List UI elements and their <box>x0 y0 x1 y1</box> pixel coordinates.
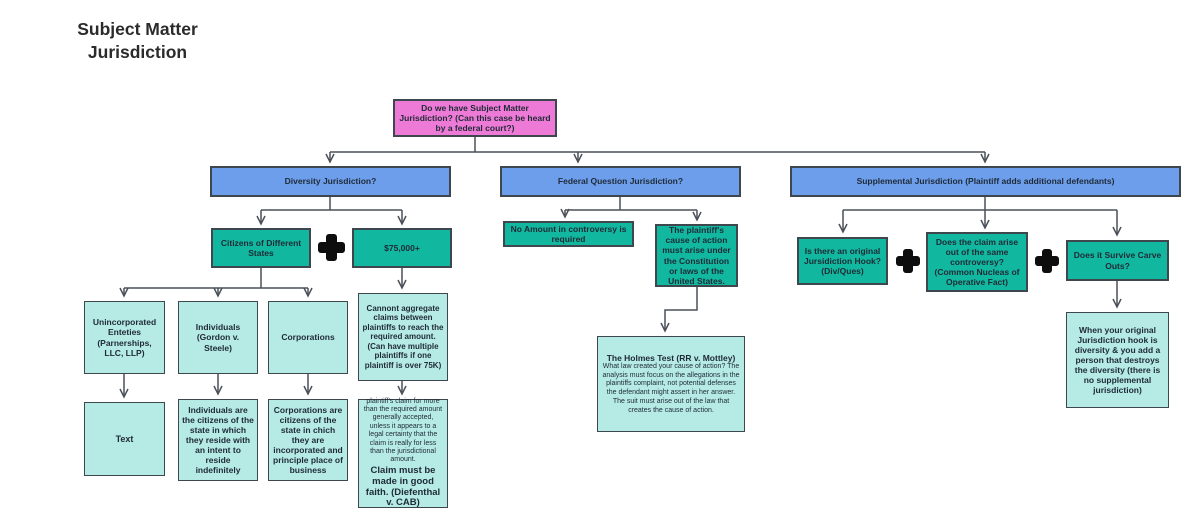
node-text-placeholder[interactable]: Text <box>84 402 165 476</box>
node-holmes-body: What law created your cause of action? T… <box>602 362 740 414</box>
node-label: Does the claim arise out of the same con… <box>934 236 1020 288</box>
node-label: Diversity Jurisdiction? <box>284 176 377 187</box>
connector <box>330 137 985 153</box>
node-citizens-different-states[interactable]: Citizens of Different States <box>211 228 311 268</box>
node-corporations-detail[interactable]: Corporations are citizens of the state i… <box>268 399 348 481</box>
plus-icon[interactable] <box>1035 249 1059 273</box>
node-label: No Amount in controversy is required <box>510 223 627 244</box>
node-diversity-jurisdiction[interactable]: Diversity Jurisdiction? <box>210 166 451 197</box>
node-label: Individuals (Gordon v. Steele) <box>195 322 241 353</box>
node-claim-body: plaintiff's claim for more than the requ… <box>363 397 443 464</box>
node-individuals-detail[interactable]: Individuals are the citizens of the stat… <box>178 399 258 481</box>
node-label: The plaintiff's cause of action must ari… <box>662 225 731 286</box>
page-title-line2: Jurisdiction <box>87 41 188 62</box>
node-cause-of-action[interactable]: The plaintiff's cause of action must ari… <box>655 224 738 287</box>
node-label: $75,000+ <box>384 242 420 253</box>
node-label: Do we have Subject Matter Jurisdiction? … <box>399 102 551 134</box>
node-root-question[interactable]: Do we have Subject Matter Jurisdiction? … <box>393 99 557 137</box>
node-label: Individuals are the citizens of the stat… <box>182 404 254 476</box>
node-supplemental-jurisdiction[interactable]: Supplemental Jurisdiction (Plaintiff add… <box>790 166 1181 197</box>
connector <box>565 197 697 211</box>
node-label: Corporations are citizens of the state i… <box>273 404 343 476</box>
node-individuals[interactable]: Individuals (Gordon v. Steele) <box>178 301 258 374</box>
connector <box>843 197 1117 211</box>
node-good-faith-claim[interactable]: plaintiff's claim for more than the requ… <box>358 397 448 509</box>
node-federal-question-jurisdiction[interactable]: Federal Question Jurisdiction? <box>500 166 741 197</box>
node-label: Text <box>115 433 134 444</box>
node-label: Cannont aggregate claims between plainti… <box>362 303 444 370</box>
node-unincorporated-entities[interactable]: Unincorporated Enteties (Parnerships, LL… <box>84 301 165 374</box>
node-holmes-test[interactable]: The Holmes Test (RR v. Mottley) What law… <box>597 336 745 432</box>
node-holmes-title: The Holmes Test (RR v. Mottley) <box>606 352 736 363</box>
node-cannot-aggregate[interactable]: Cannont aggregate claims between plainti… <box>358 293 448 381</box>
node-label: Does it Survive Carve Outs? <box>1073 250 1162 271</box>
node-corporations[interactable]: Corporations <box>268 301 348 374</box>
node-destroys-diversity[interactable]: When your original Jurisdiction hook is … <box>1066 312 1169 408</box>
node-survive-carve-outs[interactable]: Does it Survive Carve Outs? <box>1066 240 1169 281</box>
node-no-amount-required[interactable]: No Amount in controversy is required <box>503 221 634 247</box>
node-label: Corporations <box>281 332 335 343</box>
page-title: Subject Matter Jurisdiction <box>40 18 235 64</box>
connector <box>660 287 698 333</box>
connector <box>124 268 308 289</box>
node-amount-75000[interactable]: $75,000+ <box>352 228 452 268</box>
page-title-line1: Subject Matter <box>77 19 198 39</box>
node-label: Federal Question Jurisdiction? <box>557 176 684 187</box>
node-label: Citizens of Different States <box>220 237 302 258</box>
node-same-controversy[interactable]: Does the claim arise out of the same con… <box>926 232 1028 292</box>
node-label: Supplemental Jurisdiction (Plaintiff add… <box>856 176 1115 187</box>
plus-icon[interactable] <box>896 249 920 273</box>
node-label: Unincorporated Enteties (Parnerships, LL… <box>92 317 157 358</box>
connector <box>261 197 402 211</box>
node-claim-emphasis: Claim must be made in good faith. (Diefe… <box>365 464 441 509</box>
plus-icon[interactable] <box>318 234 345 261</box>
node-original-jurisdiction-hook[interactable]: Is there an original Jursidiction Hook? … <box>797 237 888 285</box>
node-label: When your original Jurisdiction hook is … <box>1074 324 1161 396</box>
node-label: Is there an original Jursidiction Hook? … <box>804 245 881 276</box>
